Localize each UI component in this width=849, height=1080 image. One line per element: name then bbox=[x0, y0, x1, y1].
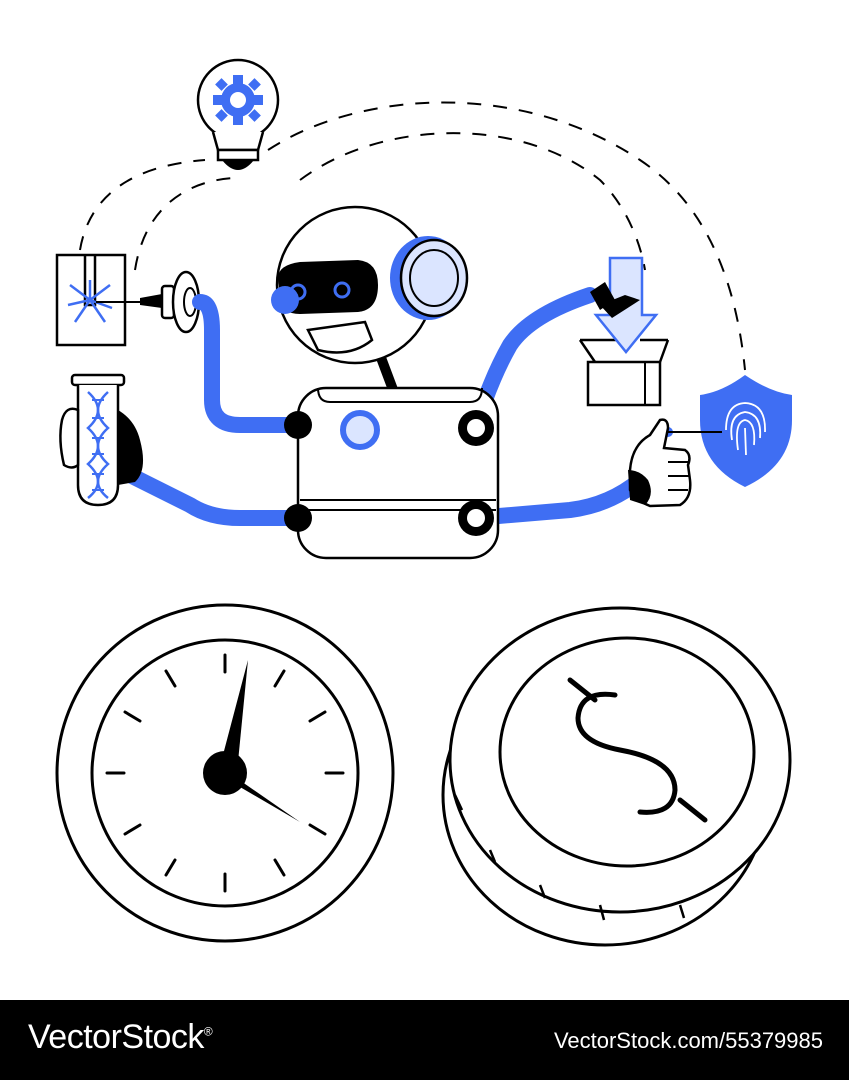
dollar-coin-icon bbox=[441, 606, 792, 947]
robot-icon bbox=[271, 205, 500, 560]
watermark-stock-id: VectorStock.com/55379985 bbox=[553, 1028, 823, 1053]
laser-machine-icon bbox=[55, 253, 201, 347]
lightbulb-gear-icon bbox=[196, 58, 280, 170]
watermark-bar: VectorStock® VectorStock.com/55379985 bbox=[0, 1000, 849, 1080]
package-download-icon bbox=[578, 256, 670, 407]
clock-icon bbox=[55, 603, 395, 943]
watermark-brand: VectorStock® bbox=[28, 1018, 213, 1056]
dashed-connection-arcs bbox=[79, 101, 746, 371]
dna-test-tube-icon bbox=[59, 373, 144, 507]
illustration bbox=[55, 58, 792, 947]
fingerprint-shield-icon bbox=[628, 375, 792, 508]
